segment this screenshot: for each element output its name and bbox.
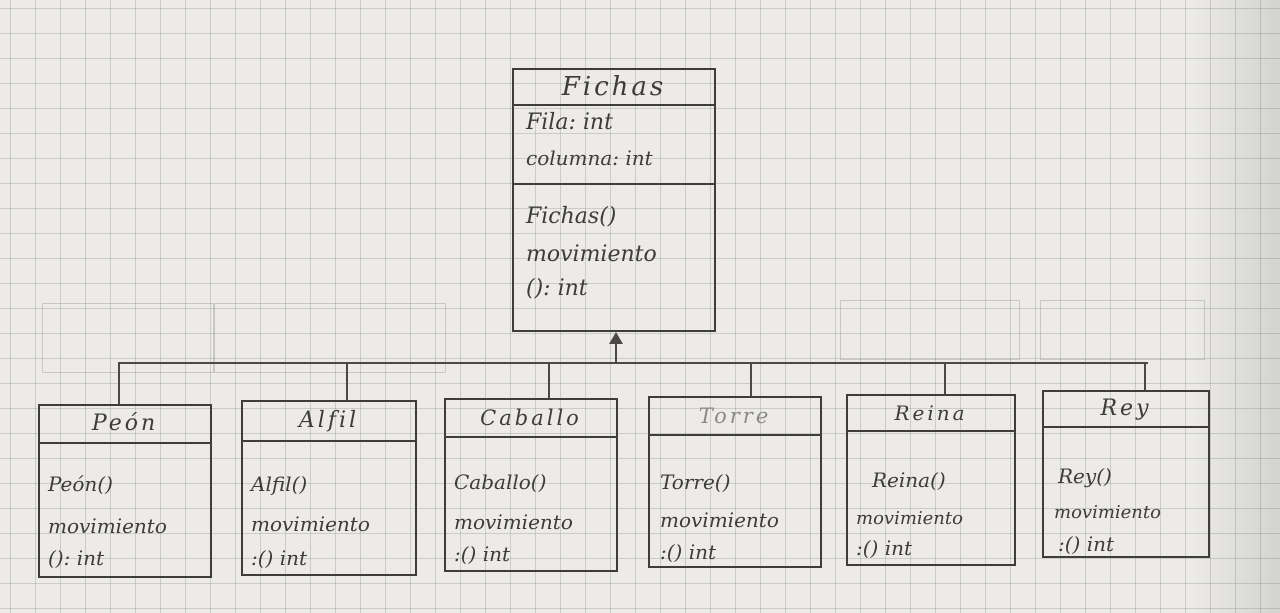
method-constructor: Alfil() — [251, 472, 308, 496]
branch-line — [1144, 362, 1146, 390]
class-name-alfil: Alfil — [243, 402, 415, 442]
branch-line — [750, 362, 752, 396]
erased-sketch-box — [42, 303, 214, 373]
method-return-type: :() int — [251, 546, 308, 570]
branch-line — [118, 362, 120, 404]
class-name-torre: Torre — [650, 398, 820, 436]
method-return-type: :() int — [660, 540, 717, 564]
class-name-peon: Peón — [40, 406, 210, 444]
method-movimiento: movimiento — [526, 242, 657, 267]
class-box-peon: Peón Peón() movimiento (): int — [38, 404, 212, 578]
branch-line — [548, 362, 550, 398]
class-box-fichas: Fichas Fila: int columna: int Fichas() m… — [512, 68, 716, 332]
class-box-rey: Rey Rey() movimiento :() int — [1042, 390, 1210, 558]
method-return-type: :() int — [454, 542, 511, 566]
inheritance-bus-line — [118, 362, 1148, 364]
erased-sketch-box — [214, 303, 446, 373]
paper-edge-shadow — [1190, 0, 1280, 613]
erased-sketch-box — [840, 300, 1020, 360]
class-name-fichas: Fichas — [514, 70, 714, 106]
class-name-caballo: Caballo — [446, 400, 616, 438]
method-movimiento: movimiento — [856, 508, 963, 529]
method-movimiento: movimiento — [48, 514, 167, 538]
method-constructor: Torre() — [660, 470, 731, 494]
attribute-columna: columna: int — [526, 146, 653, 170]
method-constructor: Peón() — [48, 472, 113, 496]
method-constructor: Reina() — [872, 468, 946, 492]
method-return-type: :() int — [1058, 532, 1115, 556]
inheritance-stem — [615, 342, 617, 362]
method-movimiento: movimiento — [454, 510, 573, 534]
erased-sketch-box — [1040, 300, 1205, 360]
section-divider — [514, 183, 714, 185]
inheritance-arrowhead — [609, 332, 623, 344]
method-constructor: Caballo() — [454, 470, 547, 494]
method-constructor: Fichas() — [526, 204, 617, 229]
method-movimiento: movimiento — [251, 512, 370, 536]
class-box-torre: Torre Torre() movimiento :() int — [648, 396, 822, 568]
class-name-rey: Rey — [1044, 392, 1208, 428]
class-box-alfil: Alfil Alfil() movimiento :() int — [241, 400, 417, 576]
method-movimiento: movimiento — [1054, 502, 1161, 523]
class-box-caballo: Caballo Caballo() movimiento :() int — [444, 398, 618, 572]
branch-line — [346, 362, 348, 400]
method-movimiento: movimiento — [660, 508, 779, 532]
method-return-type: (): int — [526, 276, 588, 301]
method-return-type: (): int — [48, 546, 105, 570]
class-box-reina: Reina Reina() movimiento :() int — [846, 394, 1016, 566]
class-name-reina: Reina — [848, 396, 1014, 432]
attribute-fila: Fila: int — [526, 110, 613, 135]
method-constructor: Rey() — [1058, 464, 1112, 488]
branch-line — [944, 362, 946, 394]
method-return-type: :() int — [856, 536, 913, 560]
